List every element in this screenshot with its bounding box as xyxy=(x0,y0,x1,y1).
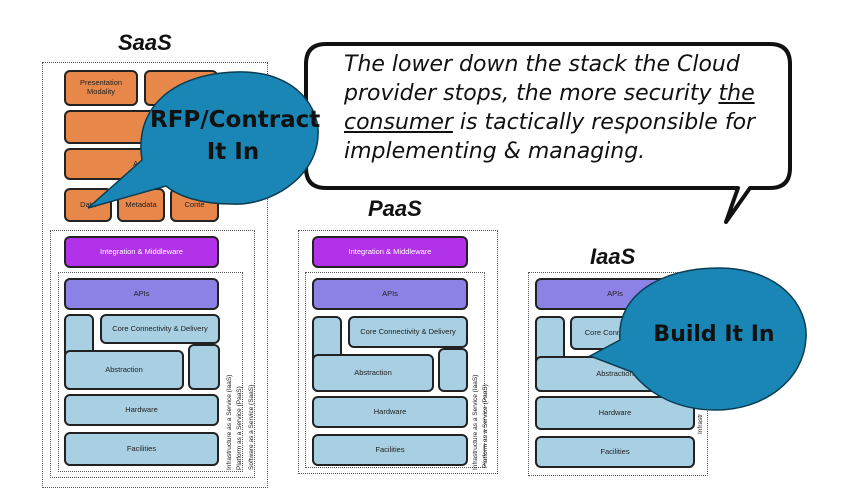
paas-title: PaaS xyxy=(368,196,422,221)
saas-outer-boundary xyxy=(42,62,268,488)
paas-abstraction-block: Abstraction xyxy=(312,354,434,392)
paas-hardware-block: Hardware xyxy=(312,396,468,428)
rfp-bubble-label: RFP/Contract It In xyxy=(150,107,321,165)
paas-infra-boundary xyxy=(305,272,485,468)
saas-core-connectivity-block: Core Connectivity & Delivery xyxy=(100,314,220,344)
speech-bubble-text: The lower down the stack the Cloud provi… xyxy=(344,50,764,166)
saas-apis-block: APIs xyxy=(64,278,219,310)
iaas-hardware-block: Hardware xyxy=(535,396,695,430)
iaas-title: IaaS xyxy=(590,244,636,269)
paas-integration-block: Integration & Middleware xyxy=(312,236,468,268)
presentation-modality-block: Presentation Modality xyxy=(64,70,138,106)
iaas-facilities-block: Facilities xyxy=(535,436,695,468)
build-bubble-label: Build It In xyxy=(653,322,775,347)
speech-text-underlined: the consumer xyxy=(344,81,755,135)
speech-text-before: The lower down the stack the Cloud provi… xyxy=(344,52,740,106)
paas-facilities-block: Facilities xyxy=(312,434,468,466)
paas-core-right-block xyxy=(438,348,468,392)
saas-infra-boundary xyxy=(58,272,243,472)
saas-hardware-block: Hardware xyxy=(64,394,219,426)
saas-facilities-block: Facilities xyxy=(64,432,219,466)
paas-apis-block: APIs xyxy=(312,278,468,310)
paas-core-connectivity-block: Core Connectivity & Delivery xyxy=(348,316,468,348)
saas-platform-boundary xyxy=(50,230,255,478)
saas-core-right-block xyxy=(188,344,220,390)
saas-title: SaaS xyxy=(118,30,172,55)
saas-integration-block: Integration & Middleware xyxy=(64,236,219,268)
speech-text-after: is tactically responsible for implementi… xyxy=(344,110,756,164)
saas-abstraction-block: Abstraction xyxy=(64,350,184,390)
paas-outer-boundary xyxy=(298,230,498,474)
